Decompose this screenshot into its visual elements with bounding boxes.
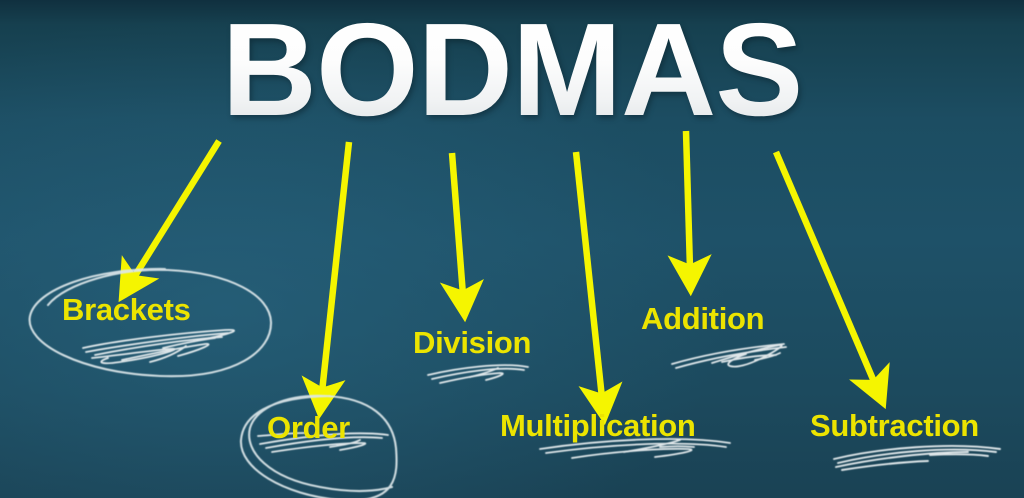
arrow-to-order	[301, 141, 353, 420]
subtraction-underline-annotation	[833, 445, 1001, 471]
brackets-underline-annotation	[82, 328, 235, 365]
label-addition: Addition	[641, 301, 765, 336]
arrow-to-addition	[667, 130, 712, 297]
arrow-to-subtraction	[773, 150, 890, 410]
label-subtraction: Subtraction	[810, 408, 979, 443]
page-title: BODMAS	[0, 4, 1024, 136]
label-multiplication: Multiplication	[500, 408, 696, 443]
division-underline-annotation	[427, 364, 529, 384]
label-division: Division	[413, 325, 532, 360]
arrow-to-brackets	[118, 139, 222, 303]
label-order: Order	[267, 410, 350, 445]
arrow-to-division	[439, 152, 484, 323]
label-brackets: Brackets	[62, 292, 191, 327]
addition-underline-annotation	[671, 343, 787, 369]
arrow-to-multiplication	[572, 151, 623, 426]
